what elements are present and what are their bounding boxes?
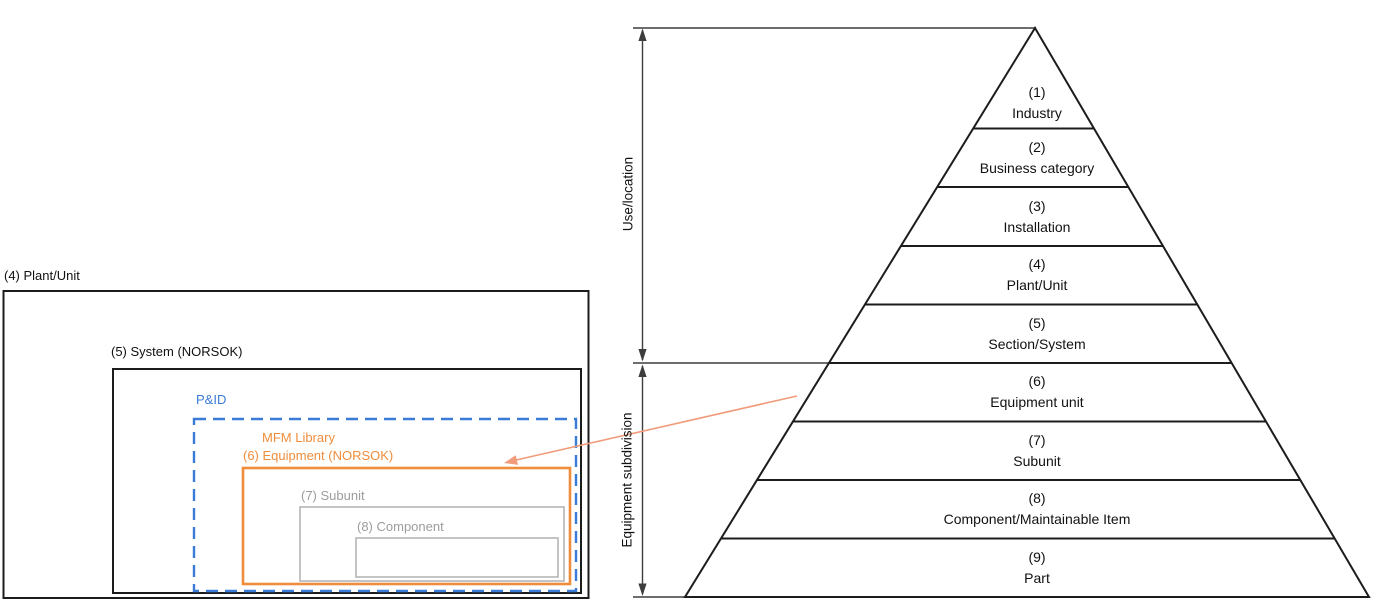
pyramid-level-number: (8) — [1028, 490, 1046, 507]
arrowhead-down-mid-icon — [638, 349, 647, 362]
use-location-label: Use/location — [620, 156, 636, 232]
system-box — [112, 368, 582, 594]
pyramid-level-name: Part — [1024, 569, 1050, 586]
pyramid-level-name: Section/System — [988, 335, 1086, 352]
pid-label: P&ID — [196, 392, 227, 407]
component-box — [355, 537, 559, 578]
arrowhead-up-mid-icon — [638, 364, 647, 377]
pid-box — [192, 417, 578, 593]
equipment-subdivision-label: Equipment subdivision — [619, 412, 635, 548]
pyramid-level-name: Equipment unit — [990, 394, 1084, 411]
pyramid-level-7-label: (7) Subunit — [877, 430, 1197, 472]
pyramid-level-number: (2) — [1028, 138, 1046, 155]
pyramid-level-1-label: (1) Industry — [877, 82, 1197, 124]
subunit-label: (7) Subunit — [301, 488, 365, 503]
pyramid-outline — [683, 26, 1371, 598]
pyramid-level-6-label: (6) Equipment unit — [877, 371, 1197, 413]
pyramid-level-number: (5) — [1028, 314, 1046, 331]
pyramid-level-name: Industry — [1012, 105, 1062, 121]
arrowhead-down-bottom-icon — [638, 583, 647, 596]
pyramid-level-number: (4) — [1028, 256, 1046, 273]
pyramid-level-name: Installation — [1003, 218, 1071, 235]
component-label: (8) Component — [357, 519, 444, 534]
pyramid-level-4-label: (4) Plant/Unit — [877, 254, 1197, 296]
pyramid-level-name: Component/Maintainable Item — [943, 511, 1131, 528]
pyramid-level-9-label: (9) Part — [877, 547, 1197, 589]
equipment-label: (6) Equipment (NORSOK) — [243, 448, 394, 463]
pyramid-level-name: Plant/Unit — [1006, 277, 1068, 294]
equipment-link-arrowhead-icon — [504, 455, 519, 465]
subunit-box — [299, 506, 565, 582]
pyramid-level-number: (7) — [1028, 431, 1046, 448]
arrowhead-up-top-icon — [638, 28, 647, 41]
pyramid-level-number: (9) — [1028, 548, 1046, 565]
system-label: (5) System (NORSOK) — [111, 344, 243, 359]
pyramid-level-2-label: (2) Business category — [877, 137, 1197, 179]
pyramid-level-number: (1) — [1028, 84, 1046, 100]
pyramid-level-3-label: (3) Installation — [877, 196, 1197, 238]
pyramid-level-name: Subunit — [1013, 452, 1061, 469]
pyramid-level-name: Business category — [979, 159, 1095, 176]
pyramid-level-8-label: (8) Component/Maintainable Item — [877, 488, 1197, 530]
mfm-library-label: MFM Library — [262, 430, 335, 445]
pyramid-level-number: (6) — [1028, 373, 1046, 390]
equipment-link-arrow-line — [513, 395, 798, 462]
plant-unit-box — [2, 290, 590, 599]
pyramid-level-5-label: (5) Section/System — [877, 313, 1197, 355]
pyramid-level-number: (3) — [1028, 197, 1046, 214]
plant-unit-label: (4) Plant/Unit — [4, 268, 80, 283]
equipment-box — [241, 466, 572, 586]
